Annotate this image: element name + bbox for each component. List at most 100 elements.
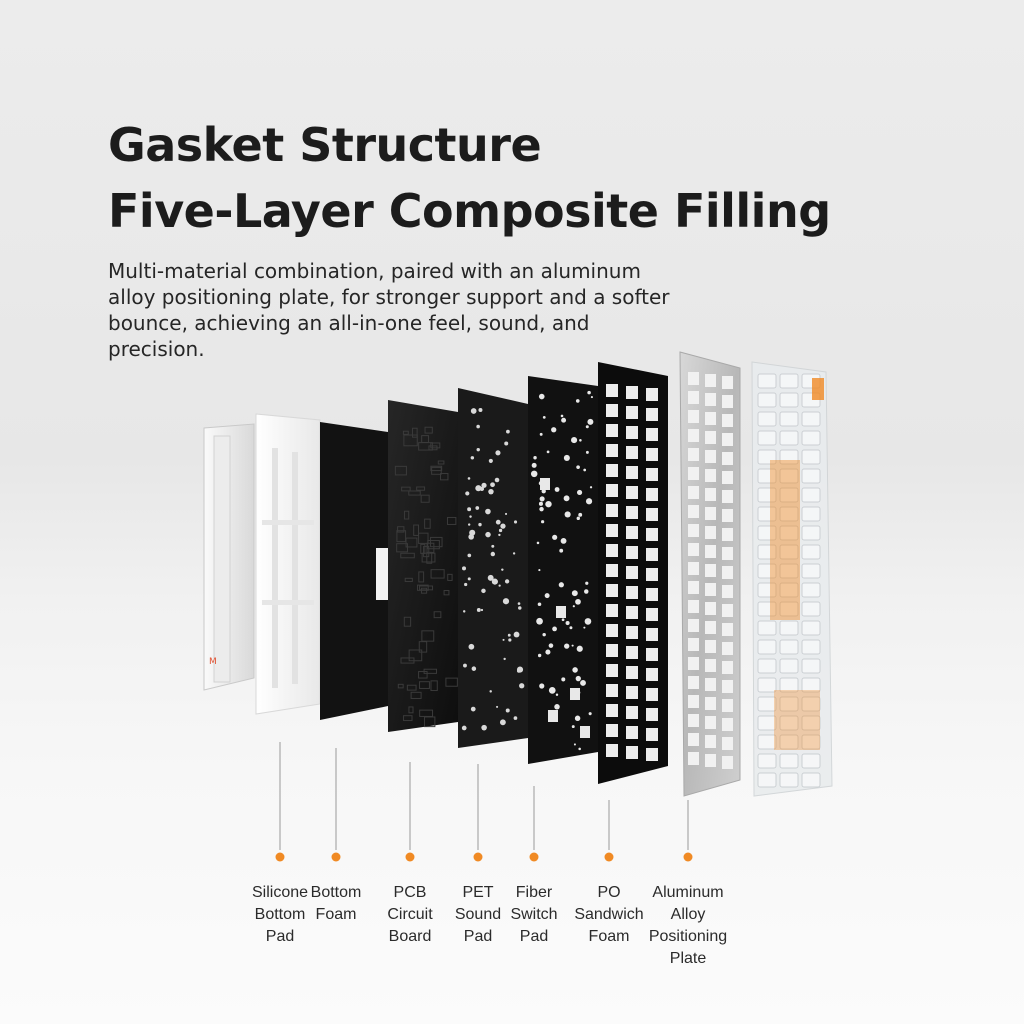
pet-hole [512, 552, 516, 555]
po-cutout [626, 666, 638, 679]
pcb-trace [410, 691, 422, 699]
po-cutout [646, 708, 658, 721]
fiber-hole [575, 598, 581, 605]
pcb-trace [406, 684, 417, 691]
switch-housing [801, 696, 821, 712]
po-cutout [606, 704, 618, 717]
po-cutout [606, 404, 618, 417]
bottom-foam-layer [320, 422, 388, 720]
po-cutout [606, 384, 618, 397]
pet-hole [465, 491, 470, 496]
switch-housing [779, 715, 799, 731]
fiber-hole [555, 693, 559, 696]
fiber-hole [531, 462, 537, 468]
fiber-hole [583, 468, 587, 472]
pet-hole [498, 533, 501, 537]
plate-cutout [688, 638, 699, 651]
pcb-trace [403, 616, 412, 627]
plate-cutout [688, 600, 699, 613]
plate-cutout [705, 469, 716, 482]
fiber-hole [585, 498, 593, 505]
pcb-trace [396, 530, 407, 543]
switch-housing [801, 734, 821, 750]
pcb-trace [394, 465, 407, 476]
pet-hole [499, 719, 506, 726]
switch-housing [801, 430, 821, 446]
plate-cutout [688, 372, 699, 385]
pet-hole [494, 477, 500, 483]
pcb-trace [400, 657, 415, 664]
label-line: Plate [669, 950, 707, 967]
fiber-hole [560, 537, 567, 544]
label-line: Circuit [387, 906, 433, 923]
pcb-trace [430, 680, 438, 692]
label-line: Pad [265, 928, 295, 945]
plate-cutout [722, 699, 733, 712]
pet-hole [480, 608, 484, 612]
fiber-hole [589, 486, 593, 489]
plate-cutout [705, 526, 716, 539]
po-cutout [646, 728, 658, 741]
plate-cutout [722, 718, 733, 731]
fiber-slot [580, 726, 590, 738]
po-cutout [626, 406, 638, 419]
pcb-trace [430, 569, 445, 579]
pcb-trace [439, 473, 449, 481]
label-line: Sandwich [574, 906, 644, 923]
po-cutout [646, 568, 658, 581]
pet-hole [464, 582, 468, 587]
fiber-hole [530, 470, 538, 478]
plate-cutout [688, 410, 699, 423]
pcb-trace [428, 445, 438, 451]
pet-hole [469, 529, 476, 536]
po-cutout [646, 508, 658, 521]
fiber-hole [538, 393, 545, 400]
switch-housing [779, 620, 799, 636]
pcb-trace [402, 430, 409, 435]
label-line: Silicone [251, 884, 309, 901]
po-cutout [606, 484, 618, 497]
po-cutout [646, 388, 658, 401]
leader-dot-bottom-foam [331, 852, 341, 862]
label-line: Positioning [648, 928, 728, 945]
plate-cutout [688, 733, 699, 746]
po-cutout [626, 586, 638, 599]
fiber-slot [570, 688, 580, 700]
pcb-trace [446, 516, 457, 525]
pcb-trace [447, 573, 453, 581]
pcb-trace [405, 537, 418, 548]
plate-cutout [688, 714, 699, 727]
plate-cutout [722, 414, 733, 427]
po-cutout [626, 726, 638, 739]
pcb-layer [388, 400, 458, 732]
plate-cutout [688, 676, 699, 689]
switch-housing [757, 487, 777, 503]
plate-cutout [688, 543, 699, 556]
switch-housing [779, 601, 799, 617]
pet-hole [481, 588, 486, 594]
switch-housing [757, 734, 777, 750]
fiber-hole [565, 495, 569, 499]
pet-hole [498, 584, 501, 587]
pcb-trace [424, 426, 433, 434]
fiber-hole [575, 675, 581, 682]
pcb-trace [423, 545, 430, 558]
switch-housing [779, 563, 799, 579]
fiber-hole [576, 465, 580, 469]
plate-cutout [705, 564, 716, 577]
switch-housing [801, 506, 821, 522]
plate-cutout [722, 376, 733, 389]
fiber-hole [541, 520, 545, 524]
aluminum-plate-layer [679, 351, 741, 797]
fiber-hole [571, 590, 578, 597]
switch-housing [757, 392, 777, 408]
po-cutout [626, 486, 638, 499]
leader-dot-pcb [405, 852, 415, 862]
plate-cutout [722, 452, 733, 465]
fiber-hole [539, 506, 544, 512]
po-cutout [626, 426, 638, 439]
plate-cutout [722, 509, 733, 522]
label-line: Bottom [310, 884, 362, 901]
